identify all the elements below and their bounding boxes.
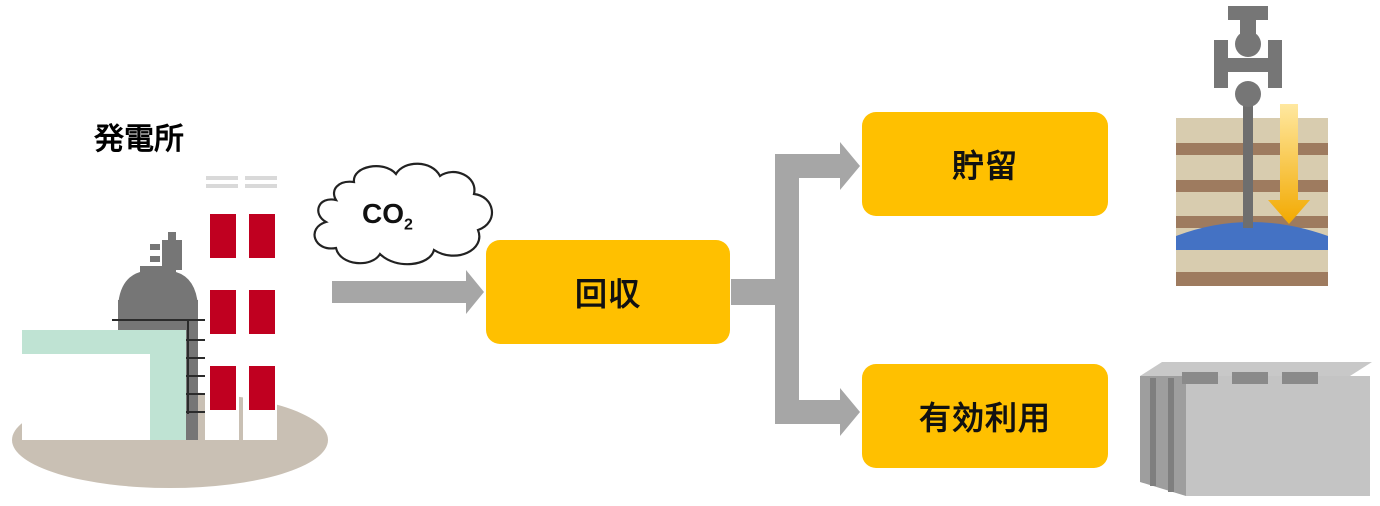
wellhead-icon [1228, 6, 1268, 20]
capture-box: 回収 [486, 240, 730, 344]
co2-cloud [313, 162, 494, 266]
co2-subscript: 2 [404, 216, 413, 234]
utilization-label: 有効利用 [918, 399, 1051, 437]
arrow-to-utilization [775, 388, 860, 436]
arrow-to-storage [775, 142, 860, 190]
injection-arrow-icon [1268, 104, 1310, 224]
concrete-block-illustration [1140, 362, 1372, 496]
storage-water [1176, 222, 1328, 250]
co2-text: CO [362, 198, 404, 229]
plant-dome [118, 266, 198, 306]
utilization-box: 有効利用 [862, 364, 1108, 468]
co2-label: CO2 [362, 198, 413, 235]
power-plant-label: 発電所 [94, 122, 184, 157]
capture-label: 回収 [574, 275, 641, 313]
storage-label: 貯留 [951, 147, 1018, 185]
plant-chimneys [205, 176, 277, 440]
plant-building [22, 330, 186, 440]
storage-box: 貯留 [862, 112, 1108, 216]
power-plant-illustration [12, 176, 328, 488]
arrows [332, 142, 860, 436]
arrow-plant-to-capture [332, 270, 484, 314]
storage-illustration [1176, 6, 1328, 286]
